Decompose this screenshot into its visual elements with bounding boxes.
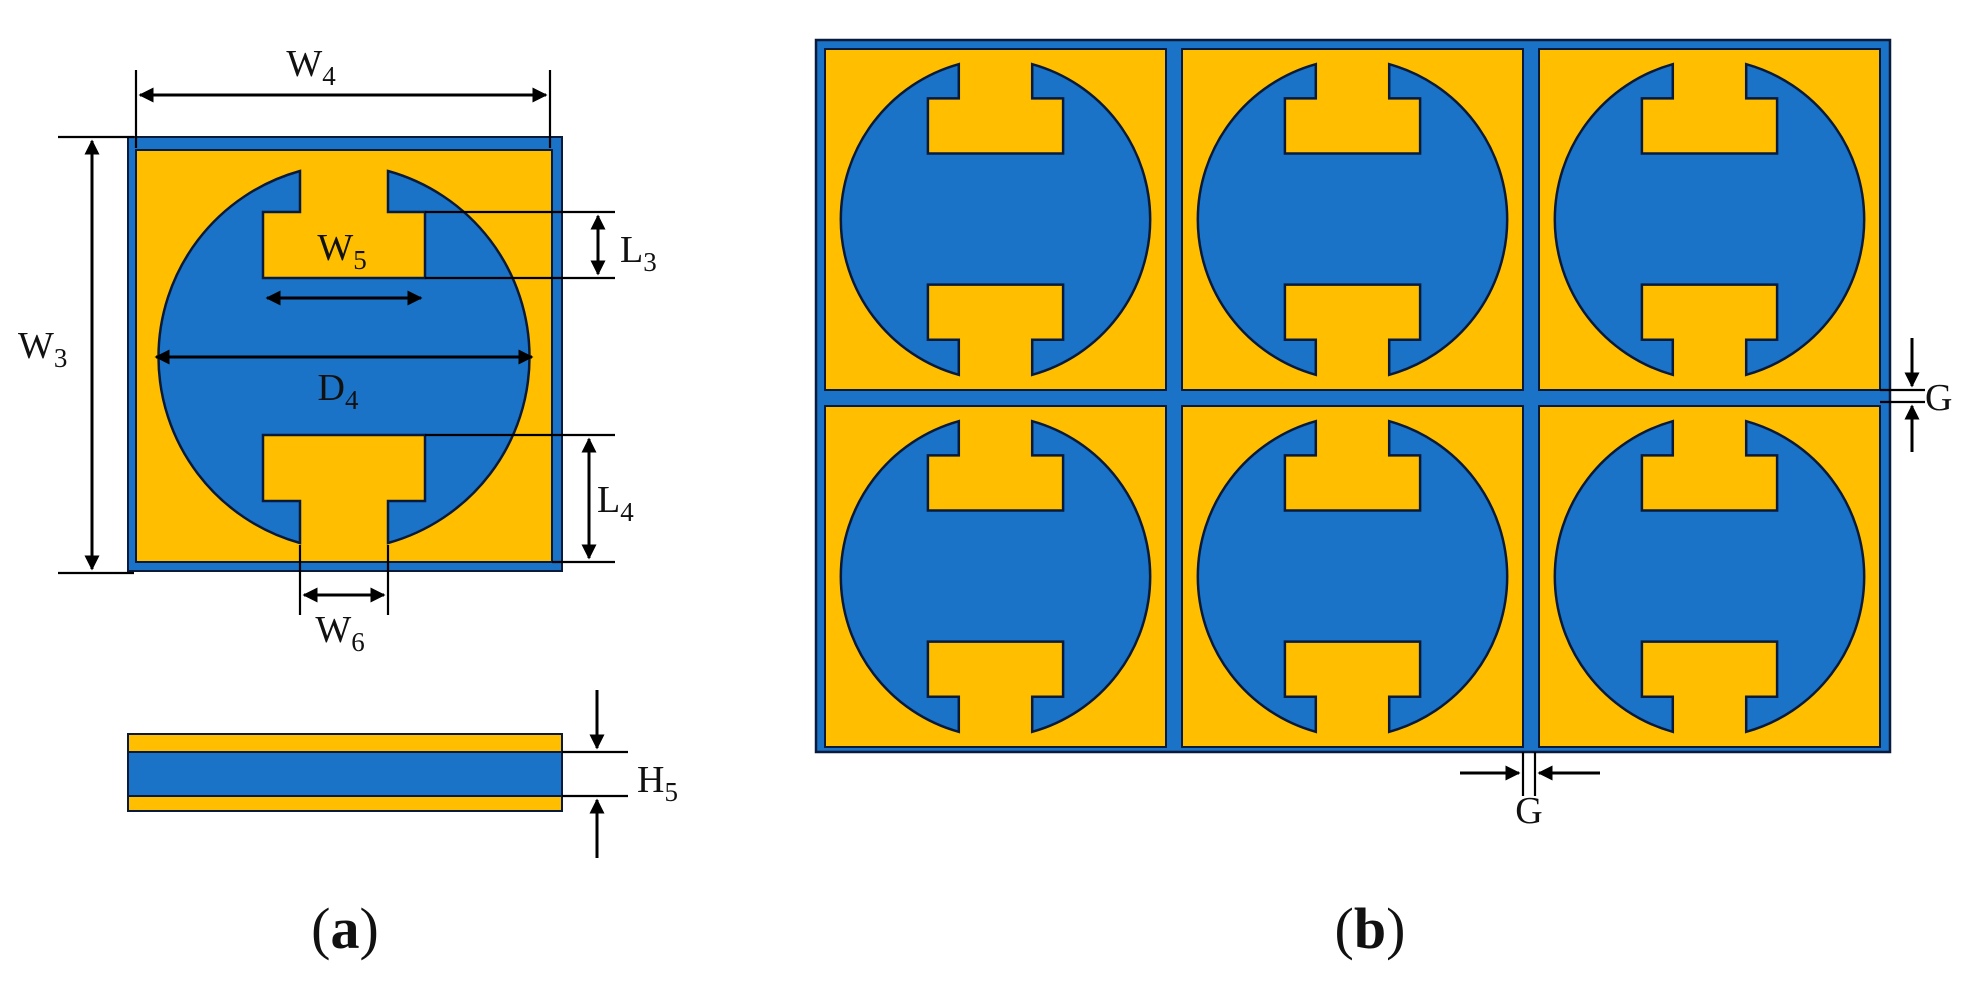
- array-cell-circular-patch: [1196, 419, 1509, 734]
- label-w6: W6: [315, 609, 364, 657]
- panel-a: W4 W3 W5 L3 D4 L4 W6 H5 (a): [18, 43, 678, 961]
- array-cell-circular-patch: [1196, 62, 1509, 377]
- side-view-top-metal: [127, 733, 563, 753]
- array-unit-cell: [1181, 48, 1524, 391]
- label-w3: W3: [18, 325, 67, 373]
- caption-a: (a): [311, 896, 379, 961]
- label-d4: D4: [318, 367, 359, 415]
- array-unit-cell: [1181, 405, 1524, 748]
- array-unit-cell: [824, 48, 1167, 391]
- side-view-substrate: [127, 751, 563, 797]
- label-h5: H5: [637, 759, 678, 807]
- array-cells: [824, 48, 1881, 748]
- panel-b: G G (b): [814, 38, 1952, 961]
- array-unit-cell: [824, 405, 1167, 748]
- array-cell-circular-patch: [839, 62, 1152, 377]
- array-unit-cell: [1538, 48, 1881, 391]
- label-gap-bottom: G: [1515, 790, 1542, 832]
- dimension-lines: [58, 70, 615, 615]
- unit-cell-top-view: [127, 136, 563, 572]
- label-l3: L3: [620, 229, 657, 277]
- caption-b: (b): [1335, 896, 1406, 961]
- side-view-bottom-metal: [127, 795, 563, 812]
- label-w5: W5: [317, 227, 366, 275]
- array-unit-cell: [1538, 405, 1881, 748]
- array-cell-circular-patch: [839, 419, 1152, 734]
- array-cell-circular-patch: [1553, 419, 1866, 734]
- array-cell-circular-patch: [1553, 62, 1866, 377]
- unit-cell-side-view: [127, 690, 628, 858]
- label-w4: W4: [286, 43, 336, 91]
- label-gap-right: G: [1925, 377, 1952, 419]
- label-l4: L4: [597, 479, 634, 527]
